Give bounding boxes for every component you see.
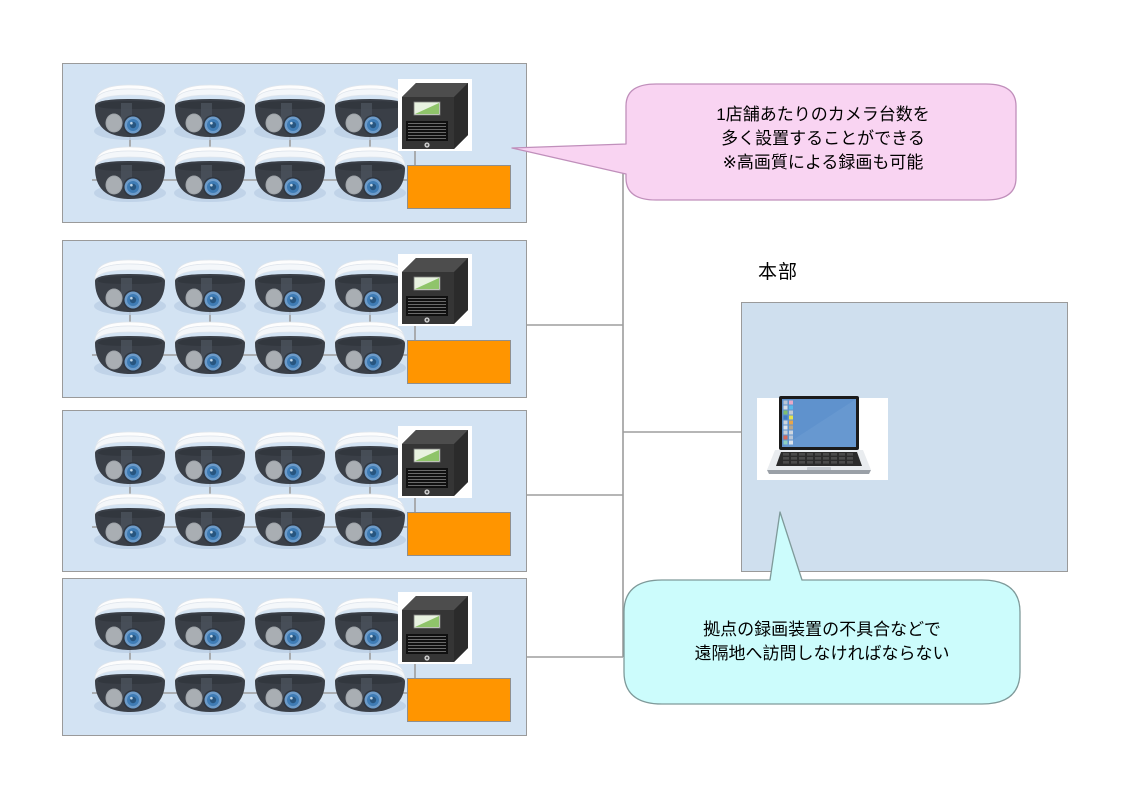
dome-camera-icon [328,592,412,656]
dome-camera-icon [328,426,412,490]
dome-camera-icon [88,426,172,490]
dome-camera-icon [168,141,252,205]
dome-camera-icon [328,316,412,380]
dome-camera-icon [88,316,172,380]
callout-benefit-text: 1店舗あたりのカメラ台数を 多く設置することができる ※高画質による録画も可能 [716,104,930,173]
dome-camera-icon [168,254,252,318]
dome-camera-icon [168,488,252,552]
callout-benefit: 1店舗あたりのカメラ台数を 多く設置することができる ※高画質による録画も可能 [508,78,1020,201]
dome-camera-icon [88,79,172,143]
nvr-recorder-icon [398,426,472,498]
dome-camera-icon [168,79,252,143]
dome-camera-icon [248,654,332,718]
dome-camera-icon [88,654,172,718]
nvr-recorder-icon [398,254,472,326]
dome-camera-icon [328,141,412,205]
dome-camera-icon [88,488,172,552]
callout-issue: 拠点の録画装置の不具合などで 遠隔地へ訪問しなければならない [623,500,1021,710]
dome-camera-icon [168,316,252,380]
nvr-recorder-icon [398,592,472,664]
dome-camera-icon [248,426,332,490]
dome-camera-icon [248,488,332,552]
dome-camera-icon [248,79,332,143]
network-device-icon [407,678,511,722]
dome-camera-icon [168,426,252,490]
dome-camera-icon [328,488,412,552]
dome-camera-icon [88,592,172,656]
dome-camera-icon [248,141,332,205]
dome-camera-icon [88,141,172,205]
dome-camera-icon [88,254,172,318]
dome-camera-icon [248,592,332,656]
hq-label: 本部 [758,262,799,283]
dome-camera-icon [248,316,332,380]
network-device-icon [407,340,511,384]
dome-camera-icon [328,254,412,318]
dome-camera-icon [328,654,412,718]
callout-issue-text: 拠点の録画装置の不具合などで 遠隔地へ訪問しなければならない [694,619,950,663]
network-device-icon [407,512,511,556]
laptop-icon [765,394,873,484]
dome-camera-icon [168,592,252,656]
nvr-recorder-icon [398,79,472,151]
dome-camera-icon [168,654,252,718]
dome-camera-icon [248,254,332,318]
network-device-icon [407,165,511,209]
